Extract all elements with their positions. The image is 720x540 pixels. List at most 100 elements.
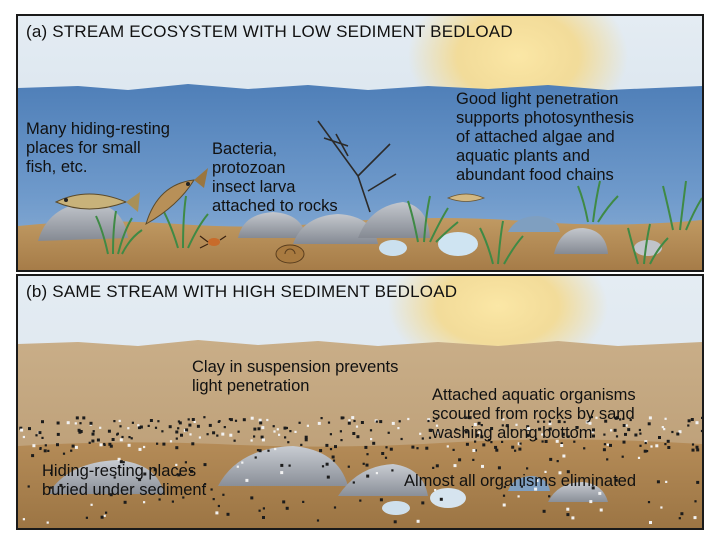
sediment-particle	[435, 464, 439, 468]
sediment-particle	[478, 431, 481, 434]
sediment-particle	[32, 444, 36, 448]
sediment-particle	[88, 441, 91, 444]
sediment-particle	[206, 433, 209, 436]
sediment-particle	[468, 416, 472, 420]
sediment-particle	[274, 447, 277, 451]
sediment-particle	[56, 432, 60, 436]
sediment-particle	[627, 428, 631, 432]
sediment-particle	[364, 445, 368, 449]
sediment-particle	[393, 520, 397, 524]
sediment-particle	[306, 424, 309, 427]
sediment-particle	[272, 425, 275, 428]
sediment-particle	[452, 448, 455, 451]
snail-icon	[275, 244, 305, 264]
sediment-particle	[421, 437, 424, 440]
sediment-particle	[154, 426, 158, 429]
sediment-particle	[175, 463, 178, 466]
sediment-particle	[74, 422, 77, 425]
sediment-particle	[122, 461, 125, 464]
sediment-particle	[542, 509, 546, 513]
label-line: Many hiding-resting	[26, 120, 170, 138]
sediment-particle	[556, 460, 559, 463]
sediment-particle	[427, 418, 431, 422]
sediment-particle	[366, 453, 369, 456]
label-line: light penetration	[192, 377, 310, 395]
sediment-particle	[258, 418, 262, 422]
sediment-particle	[590, 416, 593, 419]
sediment-particle	[604, 419, 608, 423]
sediment-particle	[691, 443, 695, 446]
sediment-particle	[548, 495, 551, 498]
sediment-particle	[289, 430, 292, 433]
label-line: attached to rocks	[212, 197, 338, 215]
sediment-particle	[387, 431, 390, 434]
sediment-particle	[385, 446, 388, 449]
aquatic-plant-icon	[95, 210, 143, 255]
sediment-particle	[108, 442, 112, 446]
organisms-eliminated-label: Almost all organisms eliminated	[404, 472, 637, 490]
sediment-particle	[210, 488, 213, 491]
sediment-particle	[639, 444, 642, 447]
sediment-particle	[355, 425, 359, 428]
bacteria-label: Bacteria, protozoan insect larva attache…	[212, 140, 338, 216]
sediment-particle	[119, 438, 123, 442]
sediment-particle	[91, 432, 95, 436]
pebble-icon	[438, 232, 478, 256]
sediment-particle	[138, 426, 141, 430]
sediment-particle	[229, 433, 233, 437]
sediment-particle	[82, 416, 86, 420]
sediment-particle	[262, 516, 265, 519]
sediment-particle	[562, 454, 566, 458]
sediment-particle	[644, 441, 647, 445]
panel-a-title: (a) STREAM ECOSYSTEM WITH LOW SEDIMENT B…	[26, 22, 513, 41]
sediment-particle	[490, 427, 494, 430]
sediment-particle	[127, 427, 130, 430]
sediment-particle	[678, 517, 681, 520]
sediment-particle	[156, 442, 159, 445]
sediment-particle	[610, 429, 613, 432]
sediment-particle	[520, 485, 523, 488]
sediment-particle	[535, 437, 538, 440]
sediment-particle	[576, 426, 579, 429]
hiding-places-label: Many hiding-resting places for small fis…	[26, 120, 170, 177]
sediment-particle	[695, 445, 699, 449]
sediment-particle	[591, 430, 594, 434]
sediment-particle	[100, 515, 104, 519]
sediment-particle	[217, 420, 220, 423]
sediment-particle	[261, 438, 265, 442]
label-line: buried under sediment	[42, 481, 207, 499]
sediment-particle	[117, 457, 121, 461]
sediment-particle	[96, 438, 100, 442]
sediment-particle	[619, 418, 622, 421]
sediment-particle	[203, 416, 206, 419]
low-sediment-scene	[18, 16, 702, 270]
aquatic-plant-icon	[577, 180, 619, 223]
fish-icon	[145, 168, 208, 226]
label-line: supports photosynthesis	[456, 109, 634, 127]
sediment-particle	[28, 427, 31, 431]
sediment-particle	[228, 418, 231, 421]
sediment-particle	[638, 428, 641, 432]
sediment-particle	[348, 419, 351, 422]
sediment-particle	[325, 462, 329, 466]
sediment-particle	[602, 448, 606, 452]
sediment-particle	[143, 445, 146, 449]
sediment-particle	[74, 445, 78, 449]
sediment-particle	[622, 440, 626, 444]
sediment-particle	[624, 432, 627, 436]
sediment-particle	[35, 434, 38, 437]
sediment-particle	[514, 449, 517, 452]
high-sediment-scene	[18, 276, 702, 528]
sediment-particle	[655, 444, 659, 448]
sediment-particle	[208, 423, 212, 427]
sediment-particle	[285, 506, 289, 510]
sediment-particle	[541, 433, 544, 436]
fish-icon	[446, 193, 486, 202]
sediment-particle	[592, 428, 595, 432]
sediment-particle	[241, 461, 244, 464]
sediment-particle	[105, 511, 108, 514]
sediment-particle	[257, 427, 261, 431]
sediment-particle	[648, 416, 652, 420]
sediment-particle	[333, 506, 337, 509]
sediment-particle	[116, 432, 119, 435]
